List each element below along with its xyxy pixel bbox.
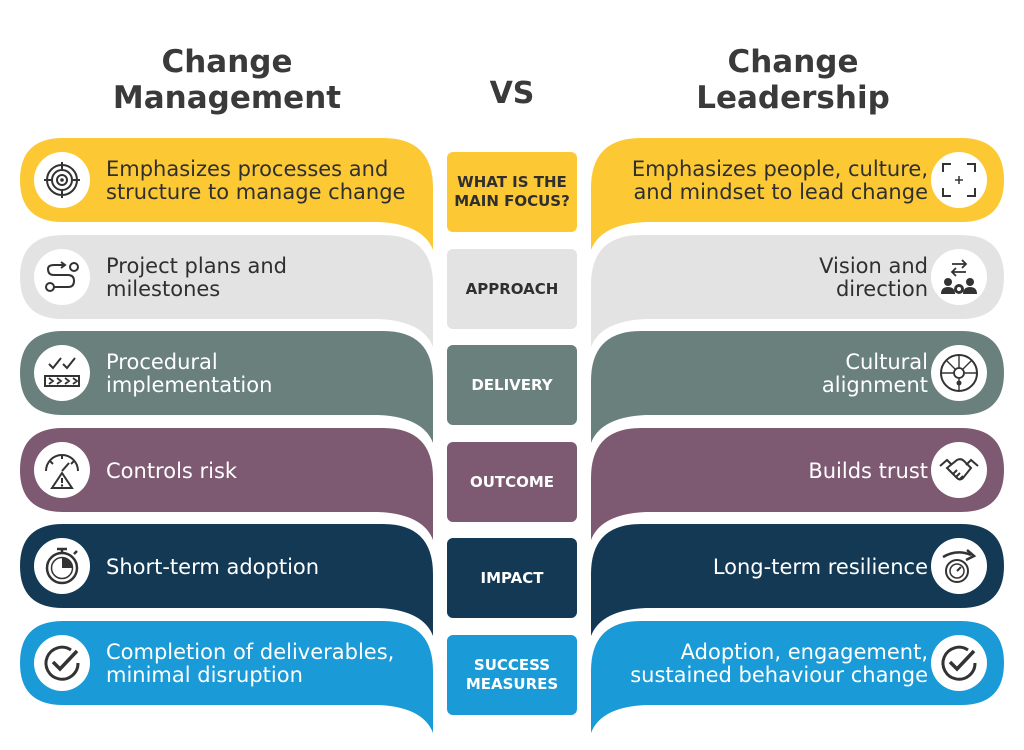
row-band-shape — [20, 235, 433, 347]
check-circle-icon — [34, 635, 90, 691]
row-band-shape — [20, 138, 433, 250]
category-text-line: OUTCOME — [469, 472, 555, 491]
row-text-line: Completion of deliverables, — [106, 640, 395, 664]
row-text: Short-term adoption — [106, 556, 426, 579]
route-icon — [34, 249, 90, 305]
category-label: IMPACT — [447, 538, 577, 618]
row-text-line: minimal disruption — [106, 663, 303, 687]
row-text: Long-term resilience — [608, 556, 928, 579]
title-line: Change — [161, 44, 293, 80]
title-line: Management — [112, 80, 342, 116]
leadership-row: Adoption, engagement,sustained behaviour… — [586, 621, 1006, 733]
row-text-line: Emphasizes processes and — [106, 157, 389, 181]
category-text: DELIVERY — [471, 376, 552, 395]
row-text-line: Vision and — [819, 254, 928, 278]
category-label: DELIVERY — [447, 345, 577, 425]
category-text: OUTCOME — [470, 473, 554, 492]
row-text-line: structure to manage change — [106, 180, 406, 204]
row-band-shape — [591, 524, 1004, 636]
row-text: Controls risk — [106, 460, 426, 483]
row-text-line: Emphasizes people, culture, — [631, 157, 928, 181]
check-circle-icon — [931, 635, 987, 691]
management-row: Short-term adoption — [18, 524, 438, 636]
row-text-line: Adoption, engagement, — [680, 640, 928, 664]
row-band-shape — [591, 138, 1004, 250]
gauge-warning-icon — [34, 442, 90, 498]
row-band-shape — [591, 235, 1004, 347]
row-text-line: Builds trust — [808, 459, 928, 483]
target-icon — [34, 152, 90, 208]
row-text-line: Short-term adoption — [106, 555, 320, 579]
row-text-line: Project plans and — [106, 254, 287, 278]
leadership-row: Builds trust — [586, 428, 1006, 540]
row-band-shape — [591, 428, 1004, 540]
title-line: Change — [727, 44, 859, 80]
category-label: OUTCOME — [447, 442, 577, 522]
category-text-line: SUCCESS — [473, 656, 551, 674]
row-text-line: Long-term resilience — [712, 555, 928, 579]
category-text: APPROACH — [466, 280, 559, 299]
row-text-line: implementation — [106, 373, 273, 397]
management-row: Controls risk — [18, 428, 438, 540]
category-text-line: DELIVERY — [471, 375, 553, 394]
row-band-shape — [591, 331, 1004, 443]
row-text-line: and mindset to lead change — [633, 180, 928, 204]
row-text-line: direction — [835, 277, 928, 301]
row-text: Builds trust — [608, 460, 928, 483]
category-text: IMPACT — [481, 569, 544, 588]
handshake-icon — [931, 442, 987, 498]
row-text-line: milestones — [106, 277, 221, 301]
category-text-line: APPROACH — [465, 279, 559, 298]
row-text-line: Controls risk — [106, 459, 238, 483]
checklist-steps-icon — [34, 345, 90, 401]
network-people-icon — [931, 345, 987, 401]
leadership-row: Long-term resilience — [586, 524, 1006, 636]
row-band-shape — [591, 621, 1004, 733]
stopwatch-icon — [34, 538, 90, 594]
focus-frame-icon — [931, 152, 987, 208]
row-text-line: Cultural — [845, 350, 928, 374]
vs-label: VS — [489, 76, 535, 111]
category-text-line: IMPACT — [480, 568, 544, 587]
row-text-line: Procedural — [106, 350, 218, 374]
row-band-shape — [20, 621, 433, 733]
team-settings-icon — [931, 249, 987, 305]
speed-arrow-icon — [931, 538, 987, 594]
row-band-shape — [20, 331, 433, 443]
row-text-line: alignment — [821, 373, 928, 397]
row-text-line: sustained behaviour change — [630, 663, 928, 687]
management-row: Completion of deliverables,minimal disru… — [18, 621, 438, 733]
category-label: APPROACH — [447, 249, 577, 329]
category-text-line: WHAT IS THE — [457, 173, 567, 191]
row-band-shape — [20, 428, 433, 540]
row-text: Emphasizes people, culture,and mindset t… — [608, 158, 928, 204]
leadership-row: Emphasizes people, culture,and mindset t… — [586, 138, 1006, 250]
change-management-title: Change Management — [62, 44, 392, 116]
row-band-shape — [20, 524, 433, 636]
title-line: Leadership — [696, 80, 890, 116]
row-text: Completion of deliverables,minimal disru… — [106, 641, 426, 687]
category-text-line: MAIN FOCUS? — [454, 192, 570, 210]
category-text-line: MEASURES — [465, 675, 559, 693]
change-leadership-title: Change Leadership — [628, 44, 958, 116]
row-text: Adoption, engagement,sustained behaviour… — [608, 641, 928, 687]
